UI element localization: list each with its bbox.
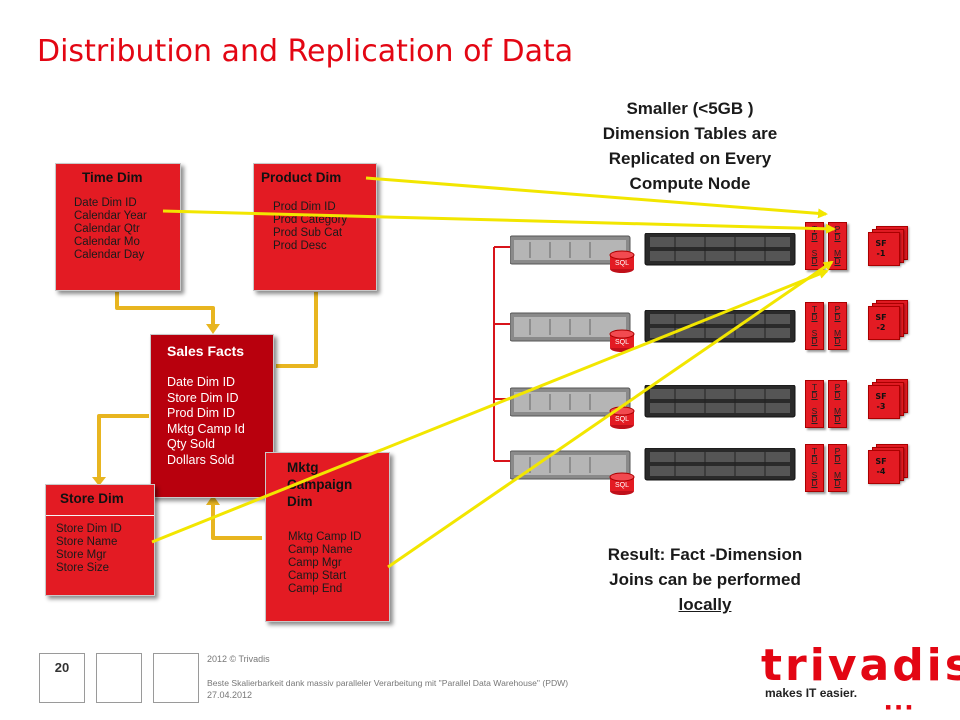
page-number: 20 bbox=[54, 660, 70, 675]
time-to-facts-link bbox=[115, 292, 215, 326]
footer-date: 27.04.2012 bbox=[207, 690, 253, 700]
mktg-campaign-dim-fields: Mktg Camp ID Camp Name Camp Mgr Camp Sta… bbox=[288, 531, 362, 596]
sales-fact-distribution-2: SF -2 bbox=[868, 300, 908, 340]
field: Calendar Day bbox=[74, 249, 145, 261]
compute-node-3 bbox=[509, 384, 800, 424]
dim-table-icon: T D S D bbox=[805, 222, 824, 270]
footer-box bbox=[153, 653, 199, 703]
store-dim-fields: Store Dim ID Store Name Store Mgr Store … bbox=[56, 523, 122, 575]
server-rack-icon bbox=[509, 447, 796, 481]
replicated-dims-node-3: T D S D P D M D bbox=[805, 380, 849, 428]
field: Mktg Camp ID bbox=[288, 531, 362, 543]
compute-node-4 bbox=[509, 447, 800, 487]
sql-database-icon: SQL bbox=[609, 329, 635, 353]
field: Calendar Qtr bbox=[74, 223, 140, 235]
field: Camp Start bbox=[288, 570, 347, 582]
dim-table-icon: T D S D bbox=[805, 380, 824, 428]
field: Prod Dim ID bbox=[167, 406, 236, 420]
footer-copyright: 2012 © Trivadis bbox=[207, 654, 270, 664]
field: Prod Desc bbox=[273, 240, 327, 252]
field: Prod Category bbox=[273, 214, 348, 226]
field: Camp End bbox=[288, 583, 343, 595]
dim-table-icon: P D M D bbox=[828, 302, 847, 350]
field: Dollars Sold bbox=[167, 452, 235, 467]
store-dim-table: Store Dim Store Dim ID Store Name Store … bbox=[45, 484, 155, 596]
field: Prod Sub Cat bbox=[273, 227, 343, 239]
sql-database-icon: SQL bbox=[609, 250, 635, 274]
field: Store Name bbox=[56, 536, 118, 548]
server-rack-icon bbox=[509, 384, 796, 418]
field: Store Dim ID bbox=[167, 390, 239, 405]
product-dim-title: Product Dim bbox=[261, 170, 342, 185]
field: Store Mgr bbox=[56, 549, 107, 561]
field: Qty Sold bbox=[167, 437, 215, 451]
field: Mktg Camp Id bbox=[167, 421, 245, 436]
sales-fact-distribution-3: SF -3 bbox=[868, 379, 908, 419]
sql-database-icon: SQL bbox=[609, 472, 635, 496]
product-dim-fields: Prod Dim ID Prod Category Prod Sub Cat P… bbox=[273, 201, 347, 253]
facts-to-store-link bbox=[97, 414, 149, 482]
field: Camp Mgr bbox=[288, 557, 342, 569]
time-dim-table: Time Dim Date Dim ID Calendar Year Calen… bbox=[55, 163, 181, 291]
compute-node-1 bbox=[509, 232, 800, 272]
field: Prod Dim ID bbox=[273, 201, 336, 213]
field: Calendar Year bbox=[74, 210, 147, 222]
logo-tagline: makes IT easier. bbox=[765, 686, 858, 700]
sales-facts-fields: Date Dim ID Store Dim ID Prod Dim ID Mkt… bbox=[167, 375, 245, 468]
footer-box bbox=[96, 653, 142, 703]
replicated-dims-node-4: T D S D P D M D bbox=[805, 444, 849, 492]
replicated-dims-node-1: T D S D P D M D bbox=[805, 222, 849, 270]
replication-callout: Smaller (<5GB ) Dimension Tables are Rep… bbox=[602, 99, 778, 193]
mktg-campaign-dim-table: Mktg Campaign Dim Mktg Camp ID Camp Name… bbox=[265, 452, 390, 622]
sales-facts-title: Sales Facts bbox=[167, 343, 245, 359]
sales-fact-distribution-4: SF -4 bbox=[868, 444, 908, 484]
field: Date Dim ID bbox=[74, 197, 137, 209]
field: Date Dim ID bbox=[167, 375, 236, 389]
field: Camp Name bbox=[288, 544, 353, 556]
dim-table-icon: P D M D bbox=[828, 444, 847, 492]
dim-table-icon: T D S D bbox=[805, 302, 824, 350]
field: Store Dim ID bbox=[56, 523, 122, 535]
sales-facts-table: Sales Facts Date Dim ID Store Dim ID Pro… bbox=[150, 334, 274, 498]
server-rack-icon bbox=[509, 309, 796, 343]
dim-table-icon: P D M D bbox=[828, 380, 847, 428]
replicated-dims-node-2: T D S D P D M D bbox=[805, 302, 849, 350]
page-number-box: 20 bbox=[39, 653, 85, 703]
logo-wordmark: trivadis bbox=[761, 640, 960, 691]
server-rack-icon bbox=[509, 232, 796, 266]
compute-node-2 bbox=[509, 309, 800, 349]
sales-fact-distribution-1: SF -1 bbox=[868, 226, 908, 266]
result-callout: Result: Fact -Dimension Joins can be per… bbox=[607, 545, 803, 614]
dim-table-icon: P D M D bbox=[828, 222, 847, 270]
mktg-to-facts-link bbox=[211, 500, 262, 540]
time-dim-title: Time Dim bbox=[82, 170, 143, 185]
trivadis-logo: trivadis makes IT easier. ▪▪▪ bbox=[761, 640, 960, 717]
sql-database-icon: SQL bbox=[609, 406, 635, 430]
dim-table-icon: T D S D bbox=[805, 444, 824, 492]
mktg-campaign-dim-title: Mktg Campaign Dim bbox=[287, 460, 353, 509]
time-dim-fields: Date Dim ID Calendar Year Calendar Qtr C… bbox=[74, 197, 147, 262]
footer-subtitle: Beste Skalierbarkeit dank massiv paralle… bbox=[207, 678, 569, 688]
logo-dots-icon: ▪▪▪ bbox=[885, 697, 917, 717]
product-to-facts-link bbox=[276, 292, 318, 368]
field: Store Size bbox=[56, 562, 110, 574]
store-dim-title: Store Dim bbox=[60, 491, 124, 506]
field: Calendar Mo bbox=[74, 236, 140, 248]
page-title: Distribution and Replication of Data bbox=[37, 34, 574, 69]
product-dim-table: Product Dim Prod Dim ID Prod Category Pr… bbox=[253, 163, 377, 291]
